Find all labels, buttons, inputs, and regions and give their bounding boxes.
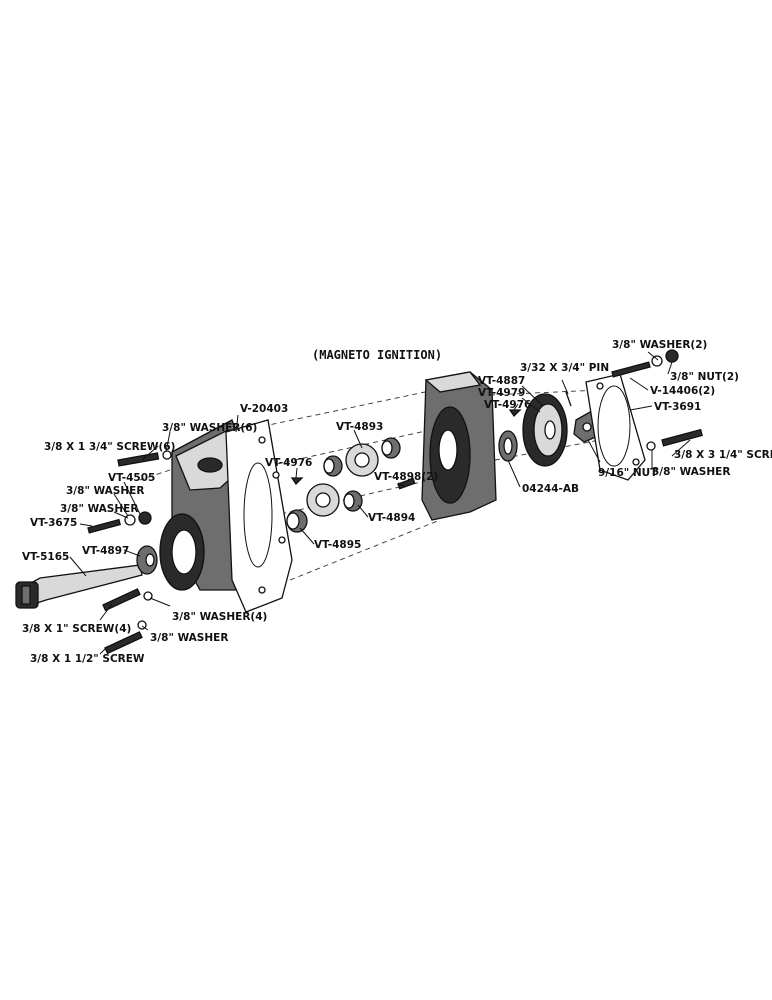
label-screw-6: 3/8 X 1 3/4" SCREW(6) xyxy=(44,441,175,453)
leader-lines xyxy=(69,351,691,655)
part-labels: 3/8" WASHER(2) 3/8" NUT(2) V-14406(2) VT… xyxy=(22,339,772,665)
studs-right xyxy=(611,349,703,451)
pump-gears xyxy=(286,437,416,533)
label-vt4976-left: VT-4976 xyxy=(265,457,312,469)
label-pin: 3/32 X 3/4" PIN xyxy=(520,362,609,374)
label-screw-3-8x3-1-4: 3/8 X 3 1/4" SCREW xyxy=(674,449,772,461)
gasket-v20403 xyxy=(225,419,293,613)
diagram-title: (MAGNETO IGNITION) xyxy=(312,348,442,362)
pump-body xyxy=(421,371,497,521)
label-washer-6: 3/8" WASHER(6) xyxy=(162,422,257,434)
label-washer-3-8-right: 3/8" WASHER xyxy=(652,466,730,478)
pin xyxy=(565,391,572,407)
label-vt4894: VT-4894 xyxy=(368,512,415,524)
label-screw-1-1-2: 3/8 X 1 1/2" SCREW xyxy=(30,653,145,665)
label-vt4976-right: VT-4976 xyxy=(484,399,531,411)
label-v20403: V-20403 xyxy=(240,403,288,415)
small-fasteners-left xyxy=(87,450,172,655)
label-vt4895: VT-4895 xyxy=(314,539,361,551)
label-washer-3-8-a: 3/8" WASHER xyxy=(66,485,144,497)
label-washer-3-8-b: 3/8" WASHER xyxy=(60,503,138,515)
label-screw-4: 3/8 X 1" SCREW(4) xyxy=(22,623,131,635)
key-vt4976-right xyxy=(508,409,522,418)
label-v14406: V-14406(2) xyxy=(650,385,715,397)
label-vt3675: VT-3675 xyxy=(30,517,77,529)
cover-plate-vt3691 xyxy=(585,373,646,481)
label-nut-9-16: 9/16" NUT xyxy=(598,467,658,479)
splined-shaft xyxy=(15,564,143,609)
label-vt4893: VT-4893 xyxy=(336,421,383,433)
label-vt4887: VT-4887 xyxy=(478,375,525,387)
key-vt4976-left xyxy=(290,477,304,486)
label-washer-4: 3/8" WASHER(4) xyxy=(172,611,267,623)
label-vt4505: VT-4505 xyxy=(108,472,155,484)
label-vt3691: VT-3691 xyxy=(654,401,701,413)
helical-gear-vt4887 xyxy=(522,393,568,467)
label-washer-2-top: 3/8" WASHER(2) xyxy=(612,339,707,351)
label-vt4897: VT-4897 xyxy=(82,545,129,557)
label-nut-2: 3/8" NUT(2) xyxy=(670,371,739,383)
label-vt4979: VT-4979 xyxy=(478,387,525,399)
label-washer-3-8-c: 3/8" WASHER xyxy=(150,632,228,644)
label-vt4898: VT-4898(2) xyxy=(374,471,438,483)
label-04244ab: 04244-AB xyxy=(522,483,579,495)
label-vt5165: VT-5165 xyxy=(22,551,69,563)
